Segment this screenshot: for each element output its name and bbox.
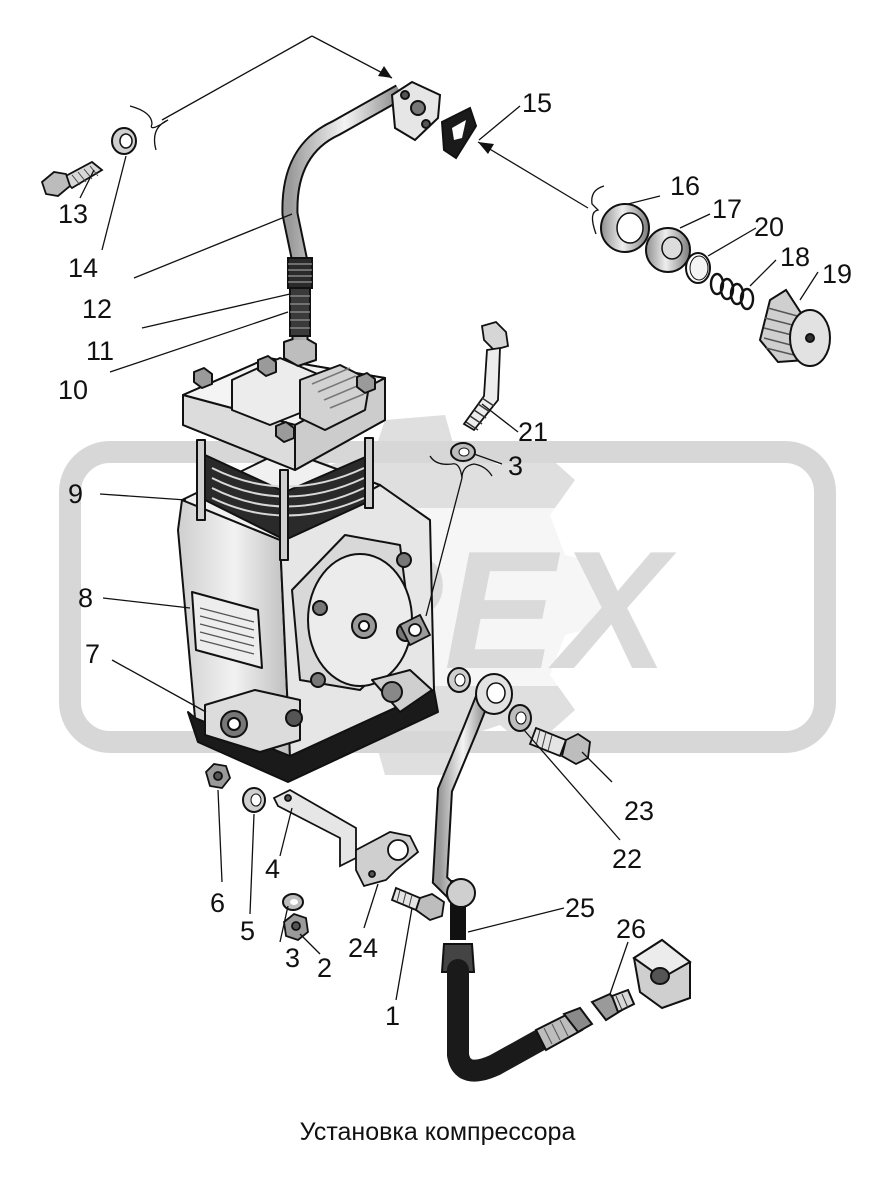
- bolt-21: [462, 320, 510, 432]
- clamp-24: [355, 831, 420, 888]
- outlet-pipe: [281, 80, 442, 340]
- o-ring-20: [685, 252, 711, 284]
- washer-14: [111, 127, 137, 155]
- diagram-caption: Установка компрессора: [299, 1118, 576, 1146]
- callout-26: 26: [616, 914, 646, 944]
- callout-12: 12: [82, 294, 112, 324]
- callout-16: 16: [670, 171, 700, 201]
- nut-2: [283, 912, 309, 942]
- washer-5: [242, 787, 266, 813]
- arrowheads: [378, 66, 494, 154]
- callout-25: 25: [565, 893, 595, 923]
- callout-23: 23: [624, 796, 654, 826]
- callout-22: 22: [612, 844, 642, 874]
- mount-block: [632, 938, 692, 1010]
- supply-pipe-25: [431, 673, 594, 1082]
- valve-seat-16: [600, 203, 650, 253]
- callout-3-lower: 3: [285, 943, 300, 973]
- bolt-13: [40, 160, 104, 197]
- callout-13: 13: [58, 199, 88, 229]
- callout-2: 2: [317, 953, 332, 983]
- bracket-4: [272, 788, 357, 868]
- callout-1: 1: [385, 1001, 400, 1031]
- washer-3-upper: [450, 442, 476, 462]
- bolt-1: [390, 886, 445, 921]
- valve-17: [645, 227, 691, 273]
- callout-20: 20: [754, 212, 784, 242]
- compressor-body: [177, 335, 439, 783]
- nut-6: [204, 763, 232, 789]
- washer-3-lower: [282, 893, 304, 911]
- callout-19: 19: [822, 259, 852, 289]
- callout-9: 9: [68, 479, 83, 509]
- washer-near-banjo: [447, 667, 471, 693]
- callout-14: 14: [68, 253, 98, 283]
- callout-10: 10: [58, 375, 88, 405]
- callout-6: 6: [210, 888, 225, 918]
- callout-18: 18: [780, 242, 810, 272]
- callout-7: 7: [85, 639, 100, 669]
- callout-3-upper: 3: [508, 451, 523, 481]
- callout-labels: 1 2 3 3 4 5 6 7 8 9 10 11 12 13 14 15 16…: [58, 88, 852, 1031]
- callout-17: 17: [712, 194, 742, 224]
- callout-8: 8: [78, 583, 93, 613]
- spring-18: [709, 272, 755, 311]
- cap-19: [758, 288, 831, 367]
- callout-24: 24: [348, 933, 378, 963]
- callout-15: 15: [522, 88, 552, 118]
- callout-11: 11: [86, 336, 114, 366]
- adapter-26: [590, 988, 636, 1022]
- washer-22: [508, 704, 532, 732]
- leader-lines: [79, 35, 819, 1001]
- callout-5: 5: [240, 916, 255, 946]
- callout-21: 21: [518, 417, 548, 447]
- callout-4: 4: [265, 854, 280, 884]
- body-port-fitting: [398, 613, 432, 647]
